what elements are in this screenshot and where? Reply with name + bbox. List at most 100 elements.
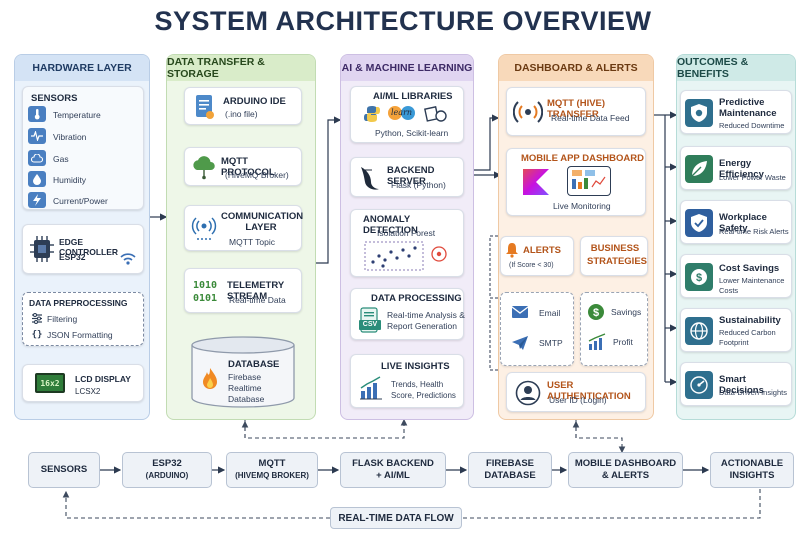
outcome-card: $ Cost Savings Lower Maintenance Costs bbox=[680, 254, 792, 298]
outcome-sub: Data-Driven Insights bbox=[719, 388, 787, 397]
flow-step-label: SENSORS bbox=[40, 464, 88, 475]
live-insights-card: LIVE INSIGHTS Trends, Health Score, Pred… bbox=[350, 354, 464, 408]
telemetry-stream-sub: Real-time Data bbox=[229, 295, 286, 305]
live-insights-sub: Trends, Health Score, Predictions bbox=[391, 380, 456, 400]
data-processing-sub: Real-time Analysis & Report Generation bbox=[387, 310, 465, 331]
binary-row: 1010 bbox=[193, 280, 218, 291]
lcd-screen-icon: 16x2 bbox=[35, 373, 65, 393]
alert-channel-label: Email bbox=[539, 308, 561, 318]
data-transfer-header: DATA TRANSFER & STORAGE bbox=[167, 55, 315, 81]
outcome-card: Smart Decisions Data-Driven Insights bbox=[680, 362, 792, 406]
backend-server-title: BACKEND SERVER bbox=[387, 165, 435, 187]
lcd-display-sub: LCSX2 bbox=[75, 387, 101, 396]
telemetry-stream-title: TELEMETRY STREAM bbox=[227, 280, 285, 302]
database-cylinder-shape bbox=[191, 336, 295, 408]
business-strategies-card: BUSINESS STRATEGIES bbox=[580, 236, 648, 276]
user-authentication-title: USER AUTHENTICATION bbox=[547, 380, 631, 402]
arduino-ide-sub: (.ino file) bbox=[225, 109, 258, 119]
file-icon bbox=[193, 93, 215, 121]
lcd-display-title: LCD DISPLAY bbox=[75, 374, 131, 384]
binary-icon: 1010 0101 bbox=[193, 279, 217, 305]
code-braces-icon: {} bbox=[31, 330, 43, 340]
database-title: DATABASE bbox=[228, 359, 280, 370]
flow-step-sublabel: (HIVEMQ BROKER) bbox=[235, 471, 309, 480]
anomaly-detection-sub: Isolation Forest bbox=[377, 228, 436, 238]
flame-icon bbox=[200, 366, 220, 392]
phone-mockup-icon bbox=[567, 166, 611, 196]
dashboard-header: DASHBOARD & ALERTS bbox=[499, 55, 653, 81]
mqtt-transfer-sub: Real-time Data Feed bbox=[551, 113, 630, 123]
outcome-title: Smart Decisions bbox=[719, 374, 764, 396]
flow-step-label: ESP32 bbox=[152, 458, 182, 469]
csv-badge: CSV bbox=[359, 320, 381, 330]
mqtt-transfer-card: MQTT (HIVE) TRANSFER Real-time Data Feed bbox=[506, 87, 646, 136]
alerts-card: ALERTS (If Score < 30) bbox=[500, 236, 574, 276]
communication-layer-title: COMMUNICATION LAYER bbox=[221, 211, 304, 233]
strategy-label: Profit bbox=[613, 337, 633, 347]
database-cylinder: DATABASE Firebase Realtime Database bbox=[190, 336, 296, 408]
edge-controller-sub: ESP32 bbox=[59, 252, 86, 262]
pulse-icon bbox=[28, 128, 46, 144]
anomaly-detection-card: ANOMALY DETECTION Isolation Forest bbox=[350, 209, 464, 277]
outcome-title: Workplace Safety bbox=[719, 212, 767, 234]
python-logo-icon bbox=[363, 105, 381, 123]
live-insights-title: LIVE INSIGHTS bbox=[381, 361, 450, 372]
growth-chart-icon bbox=[587, 333, 607, 351]
mqtt-protocol-title: MQTT PROTOCOL bbox=[221, 156, 275, 178]
email-icon bbox=[511, 305, 529, 319]
safety-shield-icon bbox=[685, 209, 713, 237]
outcome-sub: Lower Power Waste bbox=[719, 173, 786, 182]
flow-step-sublabel: & ALERTS bbox=[601, 470, 650, 481]
outcome-card: Energy Efficiency Lower Power Waste bbox=[680, 146, 792, 190]
kotlin-logo-icon bbox=[521, 167, 551, 197]
outcome-title: Cost Savings bbox=[719, 263, 780, 274]
binary-row: 0101 bbox=[193, 293, 218, 304]
realtime-flow-label: REAL-TIME DATA FLOW bbox=[330, 507, 462, 529]
broadcast-icon bbox=[191, 216, 217, 242]
thermometer-icon bbox=[28, 106, 46, 122]
flow-step-sublabel: INSIGHTS bbox=[729, 470, 775, 481]
flow-step-mqtt: MQTT (HIVEMQ BROKER) bbox=[226, 452, 318, 488]
outcome-title: Energy Efficiency bbox=[719, 158, 764, 180]
scikit-learn-logo-text: learn bbox=[391, 108, 413, 117]
lcd-display-card: 16x2 LCD DISPLAY LCSX2 bbox=[22, 364, 144, 402]
communication-layer-card: COMMUNICATION LAYER MQTT Topic bbox=[184, 205, 304, 251]
scatter-plot-icon bbox=[363, 240, 455, 274]
flow-step-esp32: ESP32(ARDUINO) bbox=[122, 452, 212, 488]
chip-icon bbox=[29, 235, 55, 263]
anomaly-detection-title: ANOMALY DETECTION bbox=[363, 214, 418, 236]
alert-channel-label: SMTP bbox=[539, 338, 563, 348]
flow-step-label: ACTIONABLE bbox=[720, 458, 784, 469]
outcome-sub: Real-time Risk Alerts bbox=[719, 227, 789, 236]
sensors-title: SENSORS bbox=[31, 93, 78, 104]
mqtt-protocol-card: MQTT PROTOCOL (HiveMQ Broker) bbox=[184, 147, 302, 186]
user-authentication-sub: User ID (Login) bbox=[549, 395, 607, 405]
flow-step-mobile: MOBILE DASHBOARD& ALERTS bbox=[568, 452, 683, 488]
outcome-card: Workplace Safety Real-time Risk Alerts bbox=[680, 200, 792, 244]
svg-text:$: $ bbox=[593, 307, 599, 319]
outcomes-header: OUTCOMES & BENEFITS bbox=[677, 55, 795, 81]
bar-chart-icon bbox=[359, 375, 383, 401]
preprocessing-title: DATA PREPROCESSING bbox=[29, 298, 128, 308]
backend-server-card: BACKEND SERVER Flask (Python) bbox=[350, 157, 464, 197]
preprocessing-card: DATA PREPROCESSING Filtering {} JSON For… bbox=[22, 292, 144, 346]
alerts-title: ALERTS bbox=[523, 245, 561, 256]
user-authentication-card: USER AUTHENTICATION User ID (Login) bbox=[506, 372, 646, 412]
realtime-flow-text: REAL-TIME DATA FLOW bbox=[338, 512, 454, 524]
outcome-sub: Reduced Carbon Footprint bbox=[719, 328, 776, 347]
globe-icon bbox=[685, 317, 713, 345]
scikit-learn-logo-icon: learn bbox=[387, 105, 417, 121]
sensor-label: Current/Power bbox=[53, 196, 108, 206]
telemetry-stream-card: 1010 0101 TELEMETRY STREAM Real-time Dat… bbox=[184, 268, 302, 313]
flow-step-label: FLASK BACKEND bbox=[352, 458, 434, 469]
flow-step-sublabel: + AI/ML bbox=[376, 470, 410, 481]
sensor-label: Humidity bbox=[53, 175, 87, 185]
flow-step-label: MQTT bbox=[258, 458, 286, 469]
cloud-network-icon bbox=[191, 154, 217, 180]
flow-step-label: FIREBASE bbox=[485, 458, 535, 469]
mqtt-transfer-title: MQTT (HIVE) TRANSFER bbox=[547, 98, 606, 120]
droplet-icon bbox=[28, 171, 46, 187]
filter-icon bbox=[31, 313, 43, 324]
send-plane-icon bbox=[511, 335, 529, 351]
bell-icon bbox=[505, 242, 519, 258]
